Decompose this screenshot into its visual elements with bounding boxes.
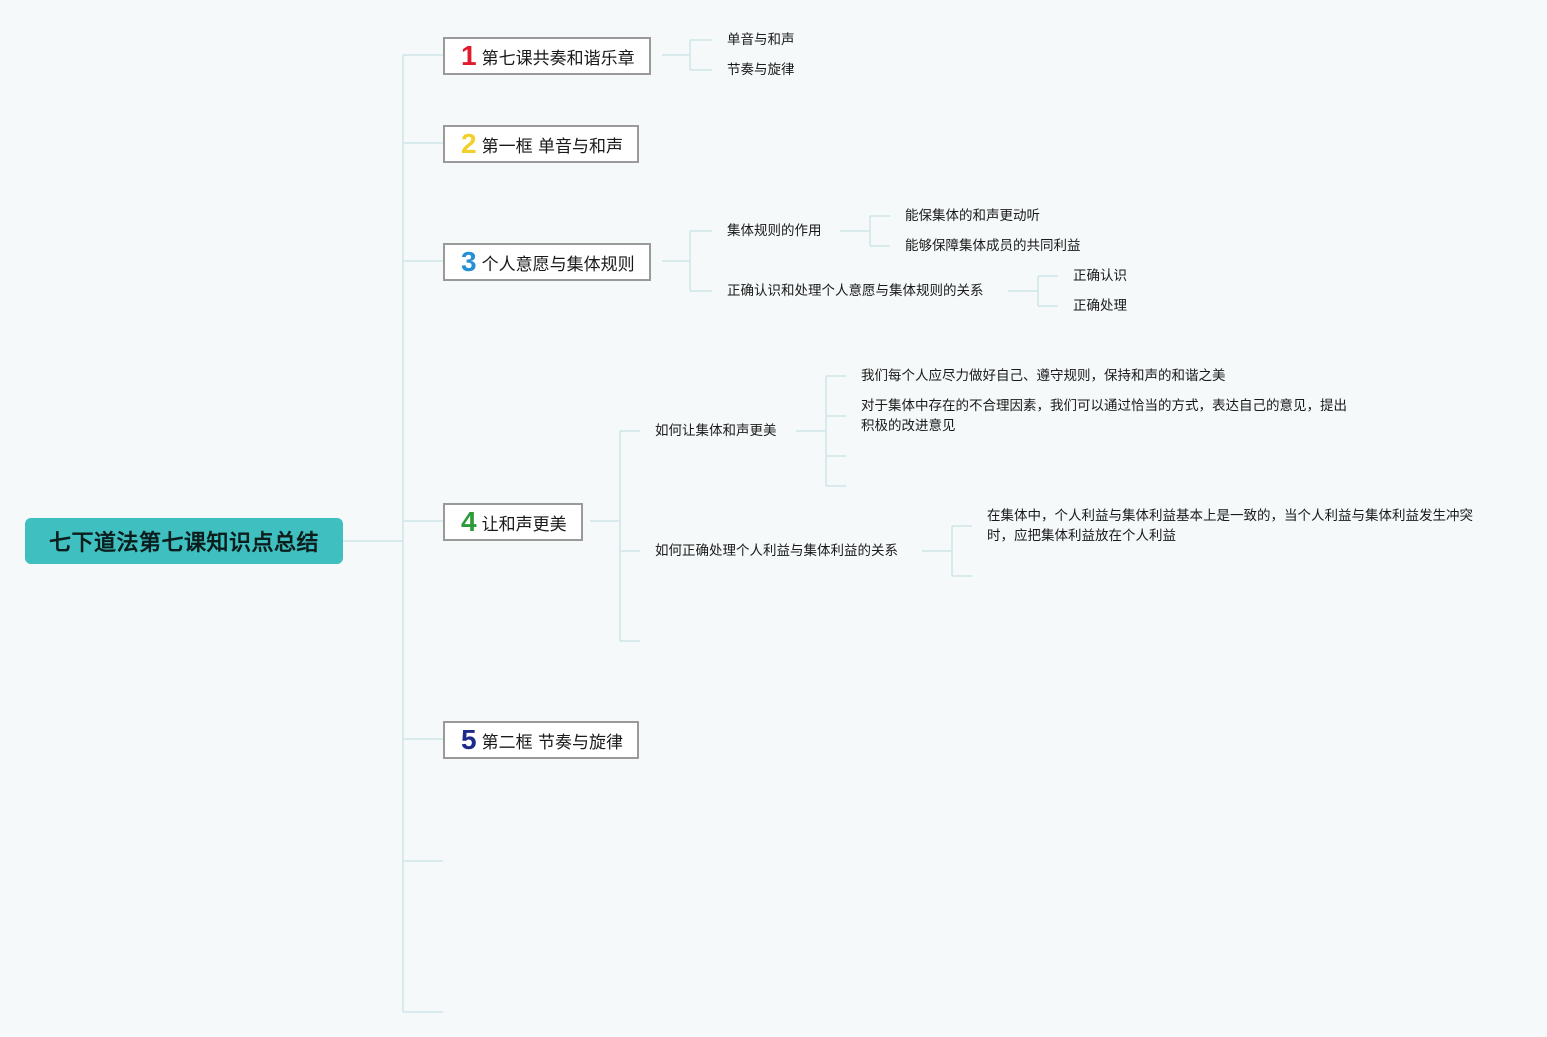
topic-4[interactable]: 4 让和声更美 [443, 503, 583, 541]
topic-3[interactable]: 3 个人意愿与集体规则 [443, 243, 651, 281]
topic-2[interactable]: 2 第一框 单音与和声 [443, 125, 639, 163]
root-topic[interactable]: 七下道法第七课知识点总结 [25, 518, 343, 564]
topic-number-4: 4 [461, 506, 477, 537]
topic-4-subtopic-1[interactable]: 如何让集体和声更美 [655, 423, 777, 439]
topic-number-2: 2 [461, 128, 477, 159]
topic-label-1: 第七课共奏和谐乐章 [481, 48, 635, 69]
topic-4-subtopic-1-item-1[interactable]: 我们每个人应尽力做好自己、遵守规则，保持和声的和谐之美 [861, 368, 1226, 384]
topic-label-5: 第二框 节奏与旋律 [481, 732, 623, 753]
topic-3-subtopic-2-item-1[interactable]: 正确认识 [1073, 268, 1127, 284]
topic-3-subtopic-2[interactable]: 正确认识和处理个人意愿与集体规则的关系 [727, 283, 984, 299]
topic-5[interactable]: 5 第二框 节奏与旋律 [443, 721, 639, 759]
topic-3-subtopic-1-item-2[interactable]: 能够保障集体成员的共同利益 [905, 238, 1081, 254]
topic-4-subtopic-2[interactable]: 如何正确处理个人利益与集体利益的关系 [655, 543, 898, 559]
topic-4-subtopic-1-item-2[interactable]: 对于集体中存在的不合理因素，我们可以通过恰当的方式，表达自己的意见，提出积极的改… [861, 398, 1347, 434]
topic-number-5: 5 [461, 724, 477, 755]
topic-label-2: 第一框 单音与和声 [481, 136, 623, 157]
topic-3-subtopic-1[interactable]: 集体规则的作用 [727, 223, 822, 239]
topic-number-1: 1 [461, 40, 477, 71]
topic-4-subtopic-2-item-1[interactable]: 在集体中，个人利益与集体利益基本上是一致的，当个人利益与集体利益发生冲突时，应把… [987, 508, 1473, 544]
topic-label-4: 让和声更美 [481, 514, 567, 535]
topic-1-child-1[interactable]: 单音与和声 [727, 32, 795, 48]
topic-1-child-2[interactable]: 节奏与旋律 [727, 62, 795, 78]
topic-3-subtopic-2-item-2[interactable]: 正确处理 [1073, 298, 1127, 314]
root-title: 七下道法第七课知识点总结 [48, 531, 319, 556]
topic-3-subtopic-1-item-1[interactable]: 能保集体的和声更动听 [905, 208, 1040, 224]
topic-number-3: 3 [461, 246, 477, 277]
topic-label-3: 个人意愿与集体规则 [481, 254, 635, 275]
topic-1[interactable]: 1 第七课共奏和谐乐章 [443, 37, 651, 75]
